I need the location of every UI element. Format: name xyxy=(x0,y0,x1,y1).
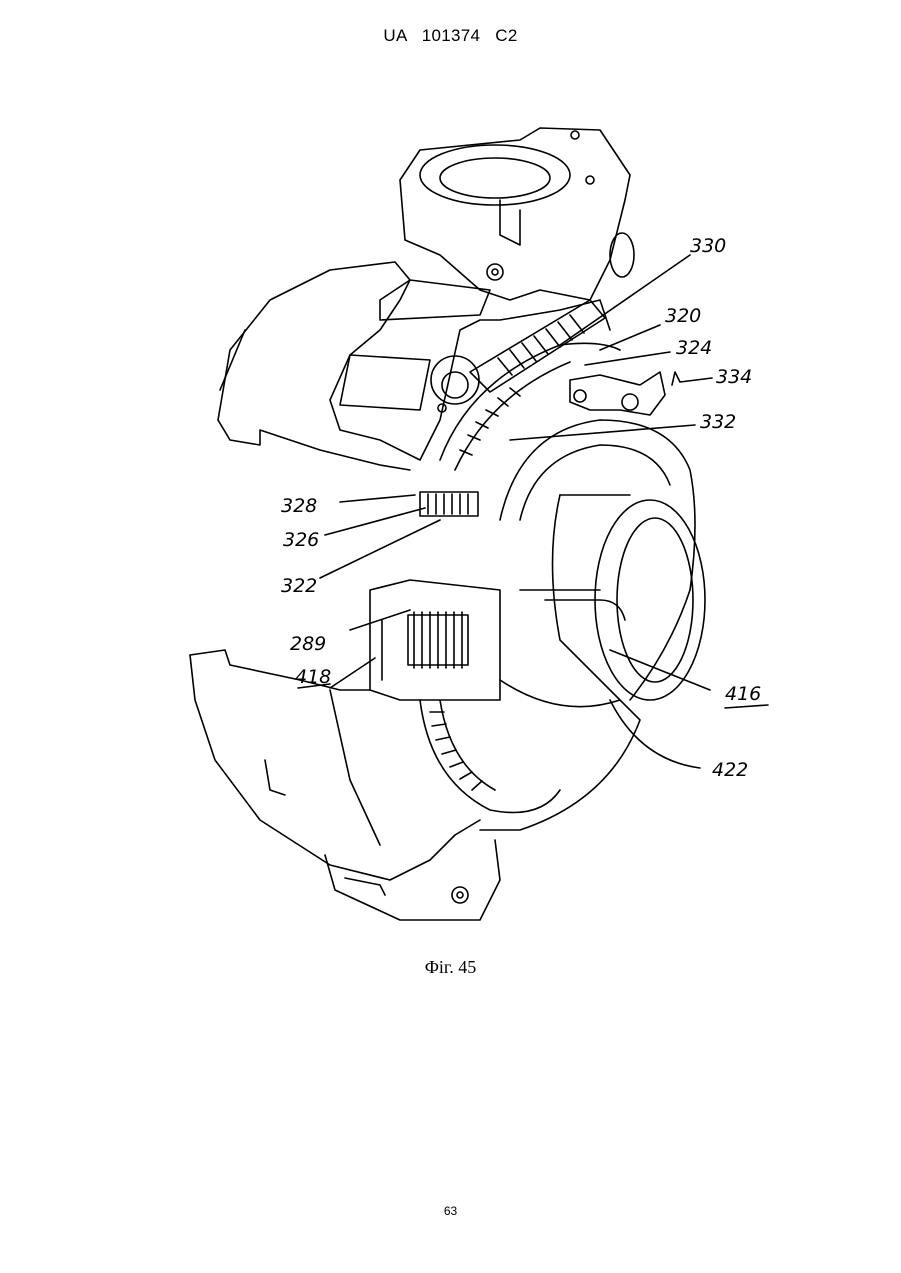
ref-label-328: 328 xyxy=(281,495,317,517)
ref-label-289: 289 xyxy=(290,633,326,655)
figure-linework xyxy=(190,128,768,920)
ref-label-332: 332 xyxy=(700,411,736,433)
ref-label-320: 320 xyxy=(665,305,701,327)
ref-label-330: 330 xyxy=(690,235,726,257)
ref-label-322: 322 xyxy=(281,575,317,597)
ref-label-422: 422 xyxy=(712,759,748,781)
ref-label-416: 416 xyxy=(725,683,761,705)
patent-header: UA 101374 C2 xyxy=(0,26,901,46)
technical-drawing: 330 320 324 334 332 328 326 322 289 418 … xyxy=(180,120,780,950)
patent-figure-svg: 330 320 324 334 332 328 326 322 289 418 … xyxy=(180,120,780,950)
ref-label-324: 324 xyxy=(676,337,712,359)
ref-label-334: 334 xyxy=(716,366,752,388)
page-number: 63 xyxy=(0,1204,901,1218)
figure-caption: Фіг. 45 xyxy=(0,957,901,978)
ref-label-326: 326 xyxy=(283,529,319,551)
ref-label-418: 418 xyxy=(295,666,331,688)
